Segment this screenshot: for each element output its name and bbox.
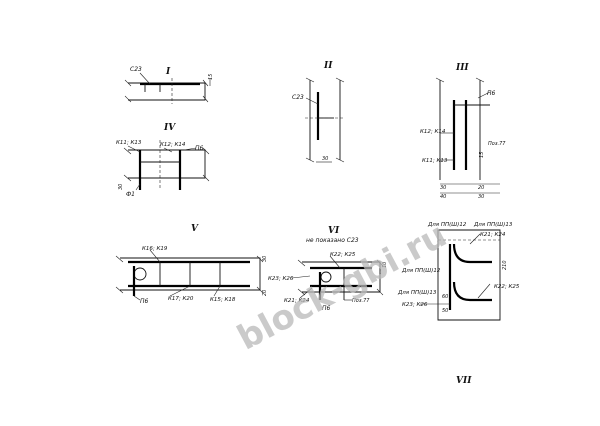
detail-IV-slab	[128, 149, 206, 179]
detail-IV-leader-k12	[163, 147, 173, 153]
detail-IV: IV К11; К13 К12; К14 П6 Ф1 30	[116, 123, 210, 198]
detail-VII-leader-k22	[477, 283, 491, 299]
detail-I-dim-15: 15	[208, 74, 214, 80]
detail-VII-label-pp13: Для ПП(Ш)13	[473, 222, 513, 228]
detail-I-leader	[139, 72, 151, 85]
detail-IV-leader-p6	[183, 147, 197, 151]
detail-V-break-lines	[115, 255, 264, 294]
detail-V-label-k16k19: К16; К19	[142, 246, 168, 252]
detail-III-dim-15: 15	[479, 152, 485, 158]
detail-V-loop	[133, 267, 147, 281]
detail-II: II С23 30	[292, 61, 345, 163]
detail-VII: VII Для ПП(Ш)12 Для ПП(Ш)13 К21; К24 Для…	[397, 222, 520, 386]
detail-V-title: V	[191, 224, 199, 234]
detail-III-label-poz77: Поз.77	[488, 141, 506, 147]
detail-VI-dim-10: 10	[382, 262, 388, 268]
detail-I-title: I	[165, 67, 171, 77]
detail-VI-label-p6: П6	[322, 305, 331, 312]
detail-VII-leader-k21	[469, 233, 481, 245]
detail-IV-leader-f1	[135, 183, 141, 191]
detail-VII-slab	[437, 229, 501, 321]
detail-III-break-lines	[435, 77, 485, 83]
detail-VI-break-lines	[297, 259, 384, 296]
detail-VI: VI не показано С23 К22; К25 К23; К26 К21…	[268, 226, 388, 312]
detail-IV-label-k11k13: К11; К13	[116, 140, 142, 146]
detail-VII-dim-60: 60	[442, 294, 448, 300]
detail-VII-dim-210: 210	[502, 260, 508, 270]
detail-VI-leader-k21	[299, 287, 313, 299]
detail-VII-label-pp12b: Для ПП(Ш)12	[401, 268, 441, 274]
detail-VII-label-pp12a: Для ПП(Ш)12	[427, 222, 467, 228]
detail-V-leader-k16	[149, 249, 161, 263]
detail-V-label-p6: П6	[140, 298, 149, 305]
detail-III-dim-40: 40	[440, 194, 446, 200]
detail-VII-bent-bar-1	[452, 243, 492, 264]
detail-VI-leader-k23	[291, 275, 311, 279]
detail-VI-label-k22k25: К22; К25	[330, 252, 356, 258]
detail-V-leader-p6	[133, 295, 141, 301]
detail-V-dim-20: 20	[262, 290, 268, 296]
detail-IV-label-f1: Ф1	[126, 191, 135, 198]
detail-VII-label-k23k26: К23; К26	[402, 302, 428, 308]
detail-VI-slab	[302, 261, 381, 293]
detail-III-dim-30b: 30	[478, 194, 484, 200]
detail-II-title: II	[323, 61, 333, 71]
detail-V-label-k15k18: К15; К18	[210, 297, 236, 303]
detail-VII-label-k22k25: К22; К25	[494, 284, 520, 290]
detail-V-leader-k15	[213, 285, 221, 297]
detail-V: V К16; К19 К17; К20 К15; К18 П6 30 20	[115, 224, 268, 305]
detail-III-dim-30: 30	[440, 185, 446, 191]
detail-VI-label-k21k24: К21; К24	[284, 298, 310, 304]
detail-VI-label-poz77: Поз.77	[352, 298, 370, 304]
detail-IV-title: IV	[163, 123, 176, 133]
detail-IV-label-p6: П6	[195, 145, 204, 152]
detail-III-label-k11k13: К11; К13	[422, 158, 448, 164]
detail-VI-label-k23k26: К23; К26	[268, 276, 294, 282]
detail-I-slab	[128, 82, 206, 101]
detail-IV-break-lines	[123, 147, 210, 182]
detail-VI-leader-k22	[329, 255, 341, 269]
detail-VII-label-pp13b: Для ПП(Ш)13	[397, 290, 437, 296]
detail-V-slab	[120, 257, 261, 291]
detail-IV-leader-k11	[127, 145, 141, 153]
detail-V-label-k17k20: К17; К20	[168, 296, 194, 302]
detail-III-title: III	[455, 63, 469, 73]
detail-III-dim-20: 20	[478, 185, 484, 191]
detail-II-break-lines	[305, 77, 345, 163]
detail-III-leader-p6	[477, 91, 491, 99]
detail-I-label-c23: С23	[130, 66, 142, 73]
detail-VII-title: VII	[456, 376, 472, 386]
detail-II-leader	[305, 97, 319, 105]
detail-II-column	[309, 80, 341, 160]
detail-VI-title: VI	[328, 226, 340, 236]
detail-IV-dim-30: 30	[118, 184, 124, 190]
detail-II-dim-30: 30	[322, 156, 328, 162]
detail-II-label-c23: С23	[292, 94, 304, 101]
detail-III-column	[439, 80, 481, 180]
detail-IV-label-k12k14: К12; К14	[160, 142, 186, 148]
detail-III-label-k12k14: К12; К14	[420, 129, 446, 135]
detail-VII-bent-bar-2	[452, 281, 492, 302]
detail-III: III П6 К12; К14 Поз.77 К11; К13 15 30 40…	[420, 63, 506, 200]
detail-III-label-p6: П6	[487, 90, 496, 97]
detail-VII-label-k21k24: К21; К24	[480, 232, 506, 238]
detail-VI-note: не показано С23	[306, 237, 359, 244]
detail-I-break-lines	[124, 79, 209, 103]
detail-I: I С23 15	[124, 66, 214, 104]
detail-V-dim-30: 30	[262, 256, 268, 262]
detail-VII-dim-50: 50	[442, 308, 448, 314]
detail-V-leader-k17	[169, 285, 191, 297]
